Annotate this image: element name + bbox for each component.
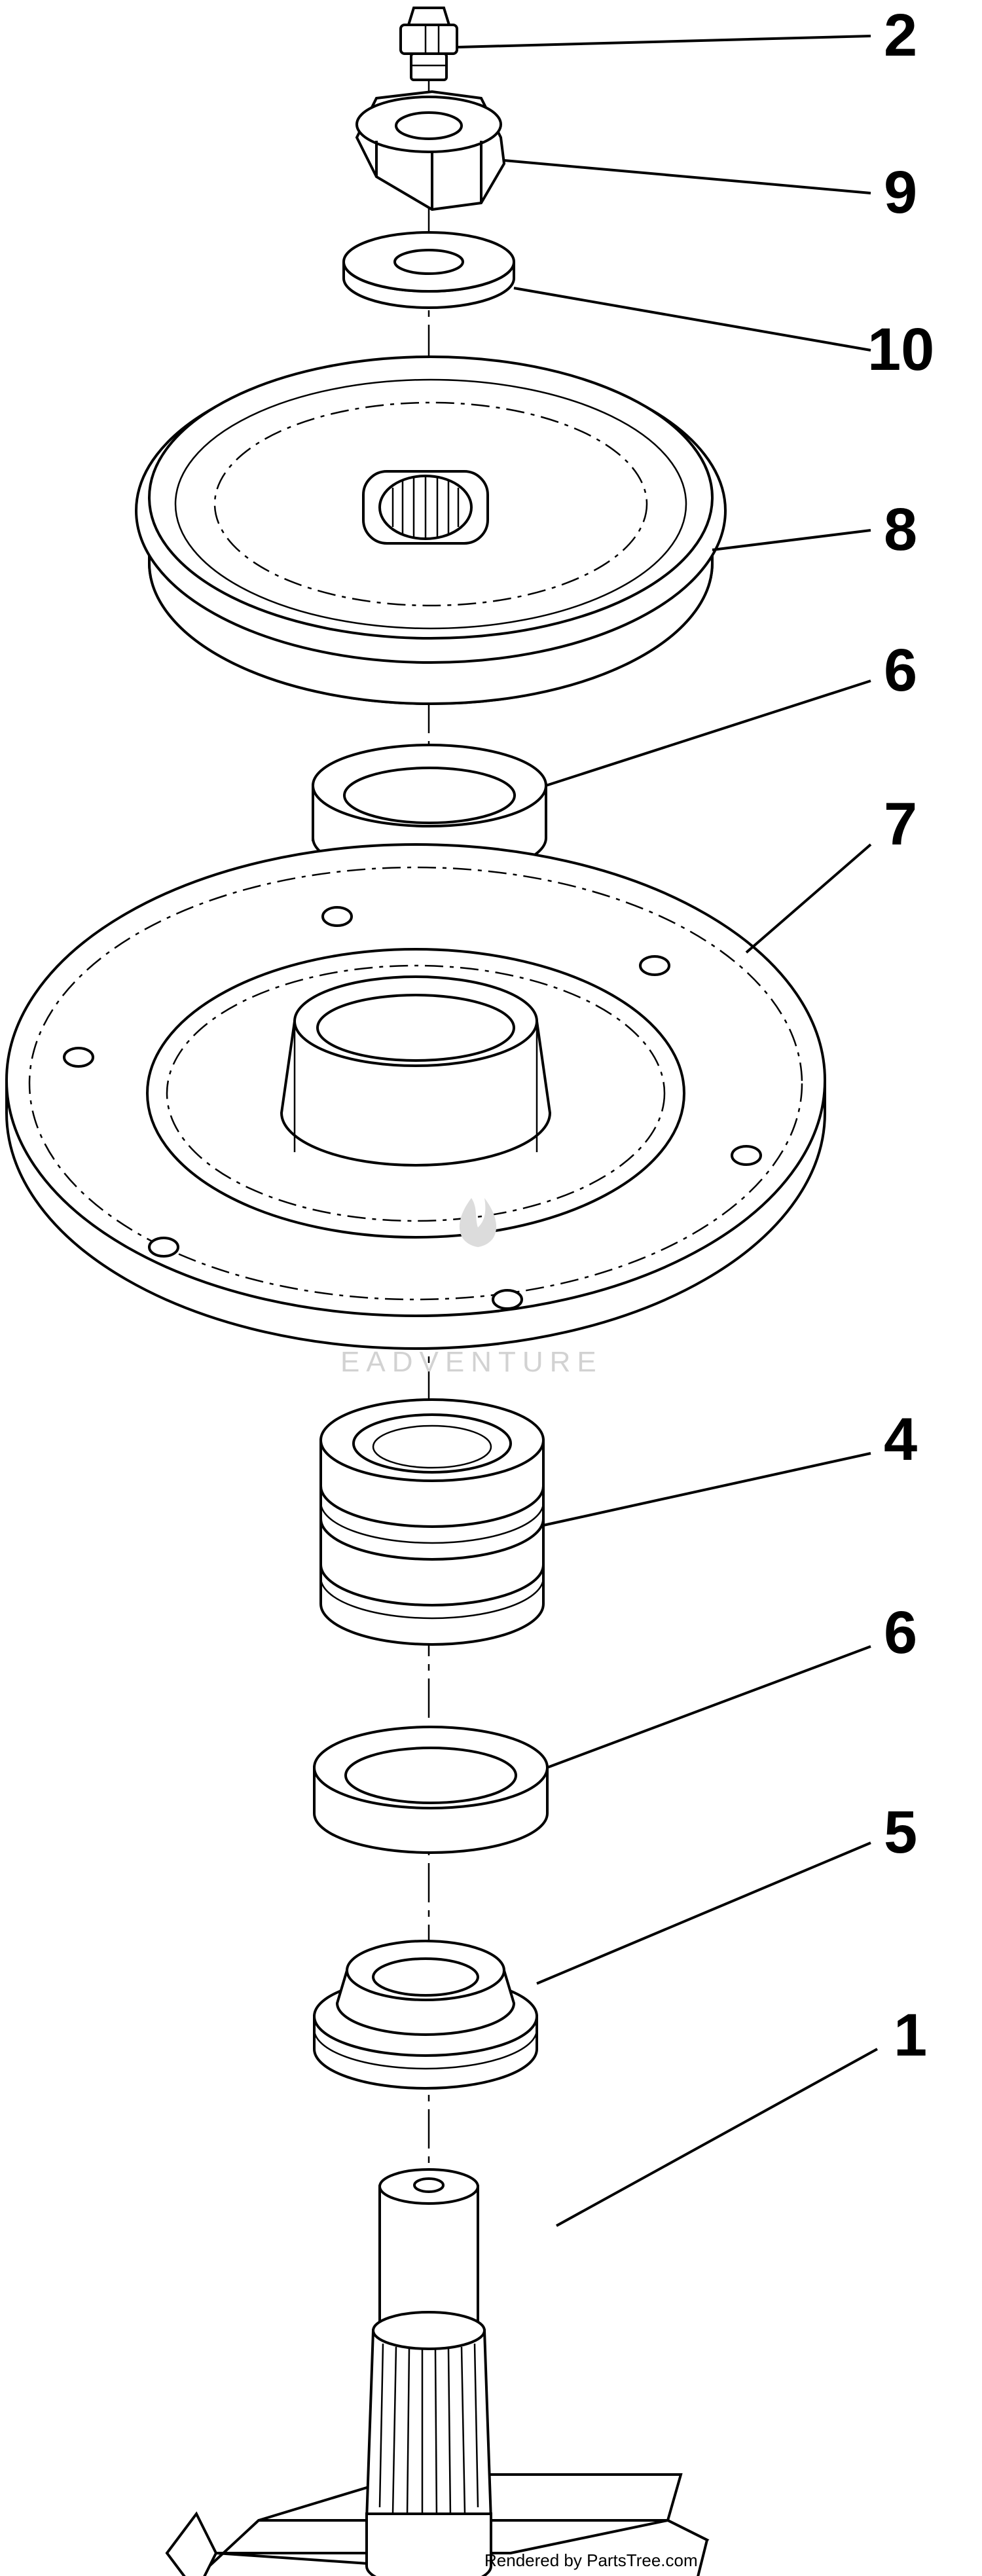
bearing-cup-part — [313, 1940, 538, 2090]
callout-9: 9 — [884, 159, 917, 226]
lower-seal-part — [313, 1726, 549, 1854]
callout-2: 2 — [884, 2, 917, 69]
callout-6-upper: 6 — [884, 637, 917, 704]
pulley-part — [135, 355, 727, 705]
render-credit: Rendered by PartsTree.com — [484, 2550, 698, 2570]
callout-4: 4 — [884, 1406, 917, 1473]
callout-5: 5 — [884, 1799, 917, 1866]
callout-7: 7 — [884, 791, 917, 858]
watermark: EADVENTURE — [340, 1198, 603, 1378]
washer-part — [342, 231, 515, 309]
spindle-housing-part — [5, 843, 826, 1350]
nut-part — [355, 90, 506, 211]
bearing-part — [319, 1398, 545, 1646]
callout-6-lower: 6 — [884, 1599, 917, 1666]
watermark-text: EADVENTURE — [340, 1346, 603, 1378]
callout-8: 8 — [884, 496, 917, 563]
grease-fitting-part — [399, 7, 458, 81]
callout-1: 1 — [894, 2002, 927, 2069]
callout-10: 10 — [867, 316, 934, 383]
spindle-shaft-part — [165, 2168, 710, 2576]
